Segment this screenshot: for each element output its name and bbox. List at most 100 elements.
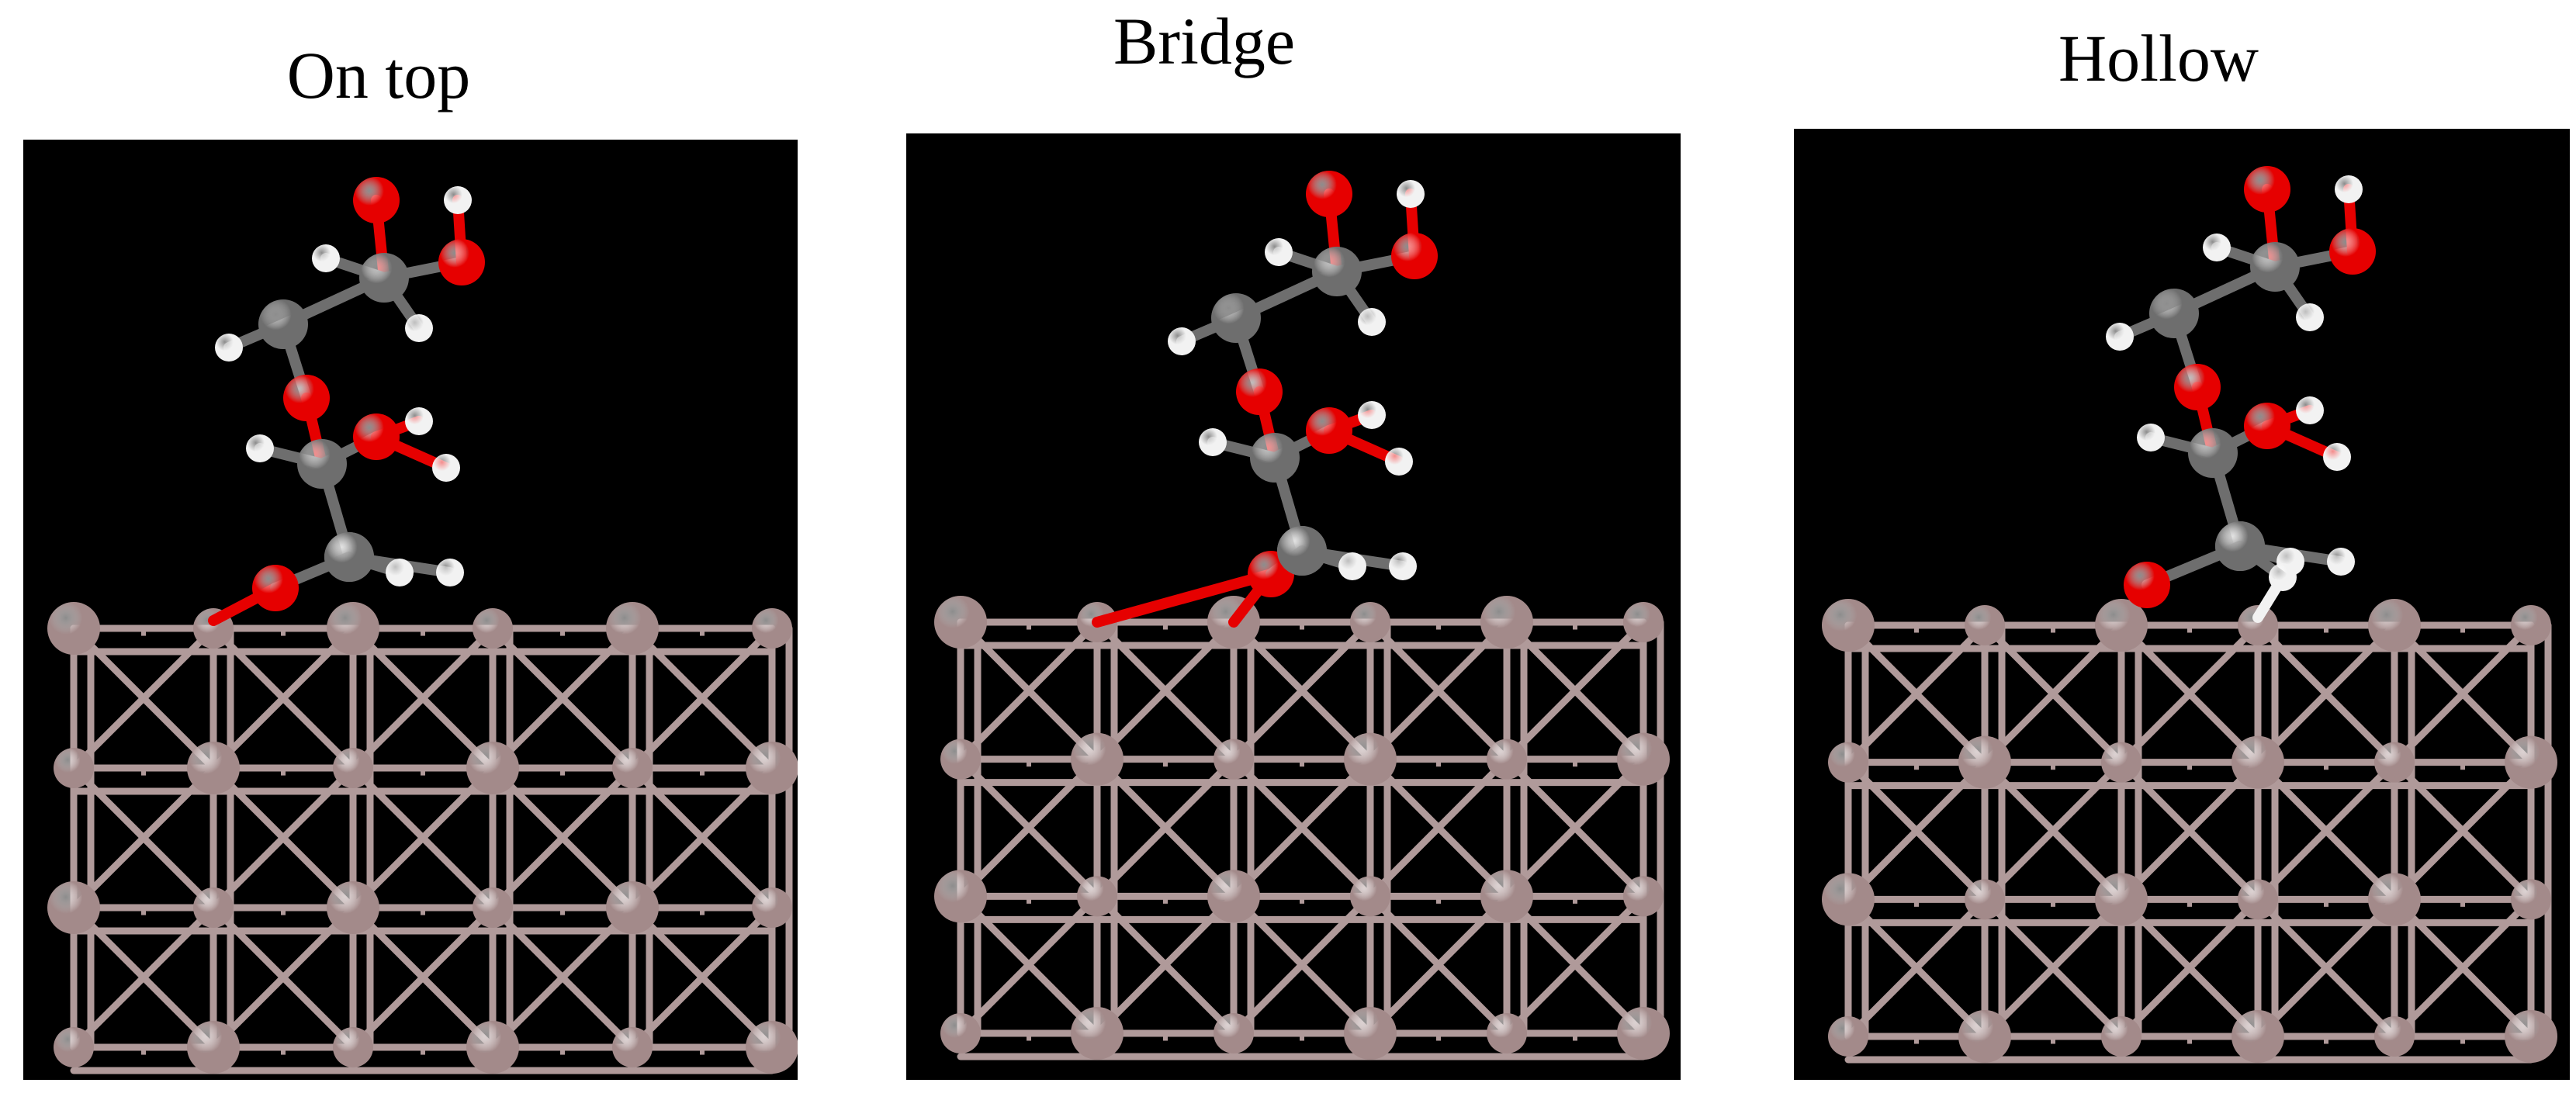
adsorbate-molecule	[1092, 171, 1438, 628]
hydrogen-atom	[1385, 448, 1413, 476]
oxygen-atom	[2244, 403, 2290, 449]
metal-atom	[612, 748, 653, 788]
hydrogen-atom	[2296, 303, 2324, 331]
metal-bond	[1981, 621, 2125, 766]
metal-bond	[489, 764, 636, 912]
metal-atom	[47, 881, 100, 934]
adsorbate-molecule	[2106, 166, 2376, 623]
metal-atom	[1344, 732, 1397, 786]
metal-atom	[2095, 599, 2148, 652]
oxygen-atom	[2124, 562, 2170, 608]
metal-bond	[1366, 618, 1511, 763]
hydrogen-atom	[2203, 234, 2231, 261]
metal-bond	[70, 764, 217, 912]
metal-bond	[489, 904, 636, 1051]
carbon-atom	[1312, 247, 1362, 296]
metal-bond	[1230, 756, 1374, 900]
metal-atom	[1623, 876, 1664, 917]
metal-atom	[752, 608, 792, 649]
metal-atom	[333, 748, 373, 788]
metal-atom	[1828, 1016, 1868, 1057]
metal-atom	[606, 602, 659, 655]
metal-atom	[2511, 879, 2551, 920]
metal-slab	[934, 596, 1670, 1060]
metal-atom	[54, 1027, 94, 1067]
hydrogen-atom	[2335, 175, 2363, 203]
metal-atom	[1350, 602, 1390, 642]
metal-bond	[1503, 618, 1647, 763]
metal-bond	[628, 764, 776, 912]
hydrogen-atom	[432, 454, 460, 482]
metal-atom	[1214, 1013, 1254, 1053]
panel-title-hollow: Hollow	[2058, 21, 2259, 95]
metal-atom	[2238, 879, 2278, 920]
hydrogen-atom	[1397, 180, 1425, 208]
metal-atom	[746, 742, 798, 794]
metal-atom	[934, 596, 987, 649]
hydrogen-atom	[386, 559, 414, 586]
metal-bond	[1366, 892, 1511, 1037]
hydrogen-atom	[2327, 548, 2355, 576]
metal-atom	[1487, 1013, 1527, 1053]
metal-atom	[1958, 735, 2011, 789]
metal-atom	[1344, 1007, 1397, 1060]
metal-atom	[1214, 739, 1254, 780]
hydrogen-atom	[1358, 308, 1386, 336]
hydrogen-atom	[1389, 552, 1417, 580]
metal-bond	[628, 904, 776, 1051]
panel-title-bridge: Bridge	[1113, 4, 1296, 78]
metal-bond	[349, 904, 497, 1051]
hydrogen-atom	[1358, 401, 1386, 429]
metal-bond	[1981, 895, 2125, 1040]
metal-atom	[466, 1021, 519, 1074]
oxygen-atom	[438, 239, 485, 285]
metal-bond	[1366, 756, 1511, 900]
oxygen-atom	[2244, 166, 2290, 213]
metal-bond	[2254, 759, 2398, 903]
metal-atom	[2505, 1010, 2557, 1063]
metal-bond	[2391, 759, 2535, 903]
oxygen-atom	[252, 565, 299, 611]
carbon-atom	[2188, 428, 2238, 478]
metal-atom	[606, 881, 659, 934]
adsorbate-molecule	[208, 177, 485, 626]
metal-atom	[1480, 596, 1533, 649]
metal-bond	[1981, 759, 2125, 903]
metal-atom	[473, 887, 513, 928]
metal-atom	[466, 742, 519, 794]
metal-atom	[1480, 870, 1533, 923]
hydrogen-atom	[2137, 424, 2165, 451]
metal-atom	[1071, 732, 1124, 786]
metal-atom	[1487, 739, 1527, 780]
panel-on-top	[23, 140, 798, 1080]
metal-atom	[2368, 873, 2421, 926]
metal-atom	[2231, 1010, 2284, 1063]
metal-bond	[2117, 621, 2262, 766]
metal-atom	[940, 739, 981, 780]
metal-bond	[2254, 621, 2398, 766]
metal-atom	[193, 887, 234, 928]
metal-atom	[746, 1021, 798, 1074]
carbon-atom	[359, 253, 409, 303]
panel-bridge	[906, 133, 1681, 1080]
carbon-atom	[1211, 293, 1261, 343]
metal-bond	[2391, 895, 2535, 1040]
metal-bond	[1844, 759, 1989, 903]
metal-atom	[2231, 735, 2284, 789]
metal-atom	[2368, 599, 2421, 652]
hydrogen-atom	[2106, 323, 2134, 351]
metal-bond	[349, 764, 497, 912]
hydrogen-atom	[1265, 238, 1293, 266]
metal-atom	[187, 742, 240, 794]
hydrogen-atom	[2323, 443, 2351, 471]
metal-atom	[2374, 742, 2415, 783]
metal-bond	[1844, 621, 1989, 766]
metal-atom	[1077, 876, 1117, 917]
carbon-atom	[2149, 289, 2199, 338]
metal-bond	[628, 624, 776, 772]
metal-atom	[1617, 1007, 1670, 1060]
oxygen-atom	[1306, 407, 1352, 454]
carbon-atom	[1277, 526, 1327, 576]
metal-bond	[2117, 759, 2262, 903]
metal-atom	[2101, 742, 2141, 783]
